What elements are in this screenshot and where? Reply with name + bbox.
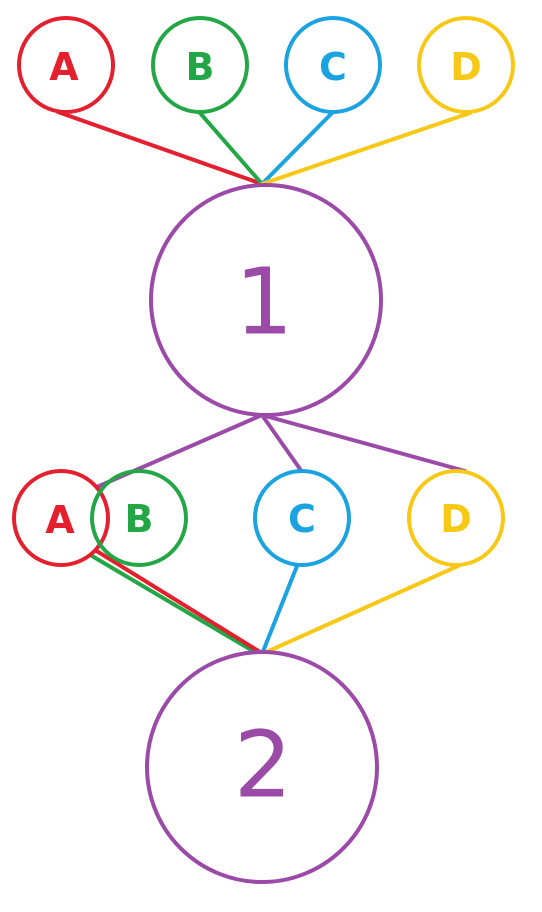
- link-top-c-to-hub-1: [260, 111, 334, 186]
- top-node-d-ring: [417, 16, 515, 114]
- link-top-d-to-hub-1: [260, 111, 472, 186]
- link-hub-1-to-middle-d: [260, 413, 467, 473]
- link-hub-1-to-middle-c: [260, 413, 302, 471]
- hub-node-2: 2: [145, 650, 379, 884]
- middle-node-a: [12, 469, 110, 567]
- middle-node-c-label: C: [288, 497, 316, 541]
- bottom-links: [90, 548, 460, 656]
- link-middle-a-to-hub-2: [93, 548, 262, 654]
- middle-node-c: C: [253, 469, 351, 567]
- middle-node-d: D: [407, 469, 505, 567]
- top-node-c-ring: [284, 16, 382, 114]
- hub-node-2-label: 2: [234, 712, 293, 819]
- hub-node-1: 1: [149, 183, 383, 417]
- top-node-b: B: [151, 16, 249, 114]
- hub-node-2-ring: [145, 650, 379, 884]
- middle-node-d-label: D: [440, 497, 472, 541]
- middle-node-d-ring: [407, 469, 505, 567]
- hub-node-1-label: 1: [235, 249, 294, 356]
- top-node-c-label: C: [319, 45, 347, 89]
- link-top-a-to-hub-1: [56, 110, 264, 186]
- link-middle-c-to-hub-2: [260, 564, 299, 656]
- middle-node-b: B: [90, 469, 188, 567]
- link-top-b-to-hub-1: [198, 111, 264, 186]
- link-middle-d-to-hub-2: [260, 564, 460, 656]
- link-middle-b-to-hub-2: [90, 554, 260, 656]
- middle-node-a-label: A: [45, 498, 75, 542]
- top-node-d: D: [417, 16, 515, 114]
- top-node-b-ring: [151, 16, 249, 114]
- top-links: [56, 110, 472, 186]
- top-node-b-label: B: [186, 45, 215, 89]
- top-node-d-label: D: [450, 45, 482, 89]
- top-node-a: A: [17, 16, 115, 114]
- middle-node-b-ring: [90, 469, 188, 567]
- top-node-a-label: A: [49, 45, 79, 89]
- hub-node-1-ring: [149, 183, 383, 417]
- middle-node-c-ring: [253, 469, 351, 567]
- middle-node-b-label: B: [125, 497, 154, 541]
- middle-node-a-ring: [12, 469, 110, 567]
- top-node-a-ring: [17, 16, 115, 114]
- top-node-c: C: [284, 16, 382, 114]
